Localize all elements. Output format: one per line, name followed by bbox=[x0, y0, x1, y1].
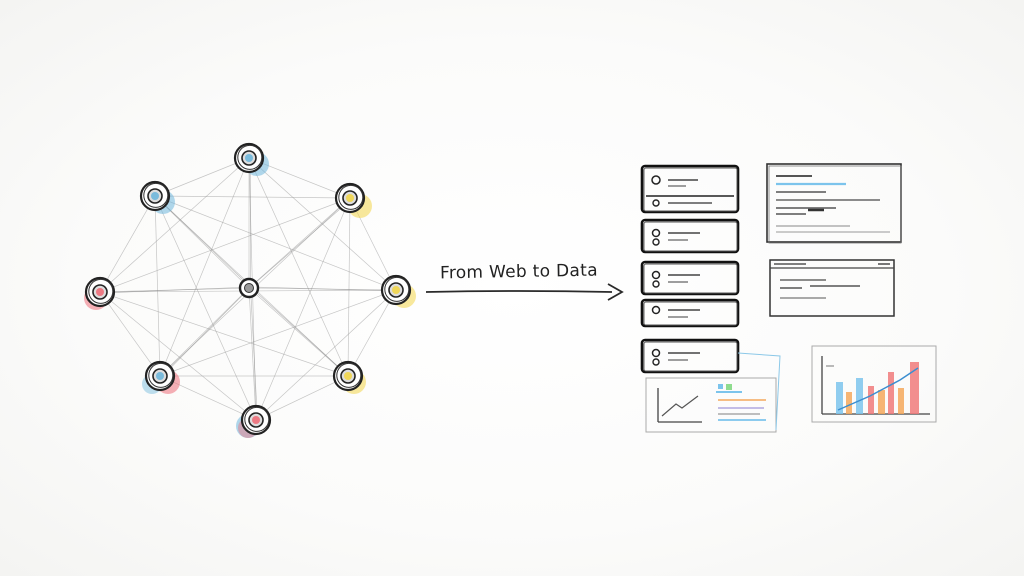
network-graph bbox=[84, 142, 416, 438]
network-edge bbox=[161, 286, 251, 378]
blue-node-icon bbox=[139, 180, 175, 214]
yellow-node-icon bbox=[380, 274, 416, 308]
arrow-icon bbox=[425, 283, 624, 301]
network-edge bbox=[99, 195, 156, 293]
red-node-icon bbox=[142, 360, 180, 394]
network-edge bbox=[156, 196, 251, 288]
network-edge bbox=[248, 157, 349, 377]
network-edge bbox=[99, 291, 257, 421]
database-rack-icon bbox=[640, 164, 740, 374]
network-edge bbox=[99, 197, 351, 293]
network-edge bbox=[250, 286, 398, 292]
network-edge bbox=[154, 195, 161, 377]
yellow-node-icon bbox=[332, 360, 366, 394]
document-card-icon bbox=[769, 259, 895, 317]
network-edge bbox=[255, 197, 351, 421]
network-edge bbox=[154, 195, 257, 421]
blue-node-icon bbox=[236, 404, 272, 438]
network-edge bbox=[248, 287, 349, 377]
network-edge bbox=[159, 287, 250, 377]
network-edge bbox=[250, 286, 350, 378]
rack-unit bbox=[640, 218, 740, 254]
network-edge bbox=[248, 287, 257, 421]
network-edge bbox=[255, 375, 349, 421]
network-edge bbox=[159, 157, 250, 377]
yellow-node-icon bbox=[334, 182, 372, 218]
network-edge bbox=[250, 198, 352, 288]
network-edge bbox=[99, 291, 161, 377]
network-edge bbox=[250, 286, 258, 422]
network-edge bbox=[347, 289, 397, 377]
network-edge bbox=[99, 157, 250, 293]
network-edge bbox=[347, 197, 351, 377]
network-edge bbox=[154, 195, 397, 291]
network-edge bbox=[248, 197, 351, 289]
network-edge bbox=[99, 291, 349, 377]
blue-node-icon bbox=[233, 142, 269, 176]
rack-unit bbox=[640, 260, 740, 296]
network-edge bbox=[255, 289, 397, 421]
network-edge bbox=[154, 157, 250, 197]
red-node-icon bbox=[84, 276, 116, 310]
network-edge bbox=[154, 195, 250, 289]
caption-label: From Web to Data bbox=[439, 260, 599, 284]
bar-chart-icon bbox=[811, 345, 937, 423]
rack-unit bbox=[640, 164, 740, 214]
network-edge bbox=[154, 195, 351, 199]
rack-unit bbox=[640, 338, 740, 374]
hub-node-icon bbox=[238, 277, 260, 299]
line-chart-icon bbox=[645, 352, 781, 433]
rack-unit bbox=[640, 298, 740, 328]
network-edge bbox=[101, 286, 251, 294]
document-card-icon bbox=[766, 163, 902, 244]
network-edge bbox=[159, 289, 397, 377]
